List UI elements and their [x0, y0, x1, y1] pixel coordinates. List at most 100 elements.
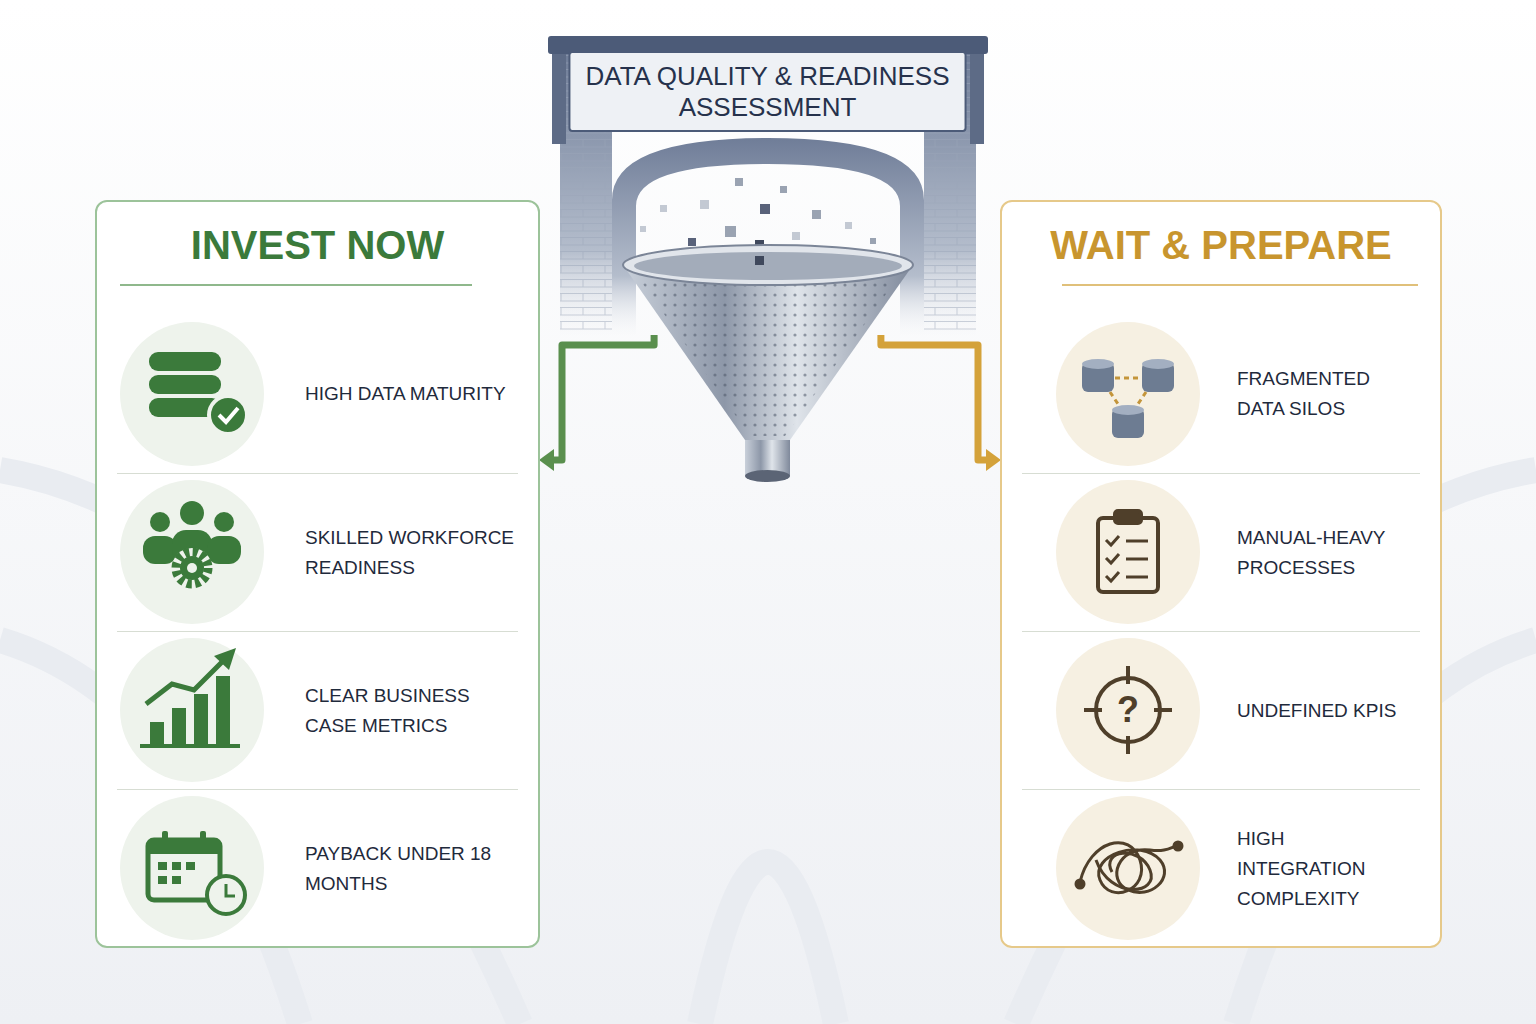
calendar-clock-icon	[148, 840, 220, 854]
team-gear-icon	[180, 556, 204, 580]
criterion-row: SKILLED WORKFORCE READINESS	[117, 473, 518, 631]
calendar-clock-icon	[162, 831, 168, 846]
data-particles	[735, 178, 743, 186]
team-gear-icon	[207, 536, 241, 564]
database-check-icon	[149, 352, 247, 434]
database-check-icon	[149, 375, 221, 394]
icon-circles	[1056, 638, 1200, 782]
criterion-text: FRAGMENTED DATA SILOS	[1237, 364, 1415, 424]
arch	[552, 54, 566, 144]
team-gear-icon	[176, 552, 208, 584]
calendar-clock-icon	[148, 831, 245, 914]
calendar-clock-icon	[207, 876, 245, 914]
calendar-clock-icon	[200, 831, 206, 846]
criterion-row: HIGH INTEGRATION COMPLEXITY	[1022, 789, 1420, 947]
growth-chart-icon	[214, 648, 236, 670]
team-gear-icon	[180, 501, 204, 525]
panel-fill	[1000, 200, 1442, 948]
funnel	[623, 245, 913, 285]
data-silos-icon	[1082, 359, 1174, 438]
checklist-icon	[1106, 554, 1119, 563]
checklist-icon	[1126, 541, 1148, 577]
growth-chart-icon	[146, 660, 224, 704]
team-gear-icon	[143, 501, 241, 588]
icon-circles	[120, 638, 264, 782]
criterion-text: PAYBACK UNDER 18 MONTHS	[305, 839, 517, 899]
data-silos-icon	[1112, 405, 1144, 415]
panel-fill	[95, 200, 540, 948]
flow-arrow	[554, 335, 654, 460]
data-silos-icon	[1082, 359, 1114, 369]
flow-arrow	[881, 335, 986, 460]
data-particles	[640, 226, 646, 232]
icon-circles	[120, 796, 264, 940]
checklist-icon	[1098, 511, 1158, 592]
team-gear-icon	[172, 548, 212, 588]
target-icon	[1096, 678, 1160, 742]
data-particles	[870, 238, 876, 244]
calendar-clock-icon	[186, 862, 195, 870]
funnel	[745, 470, 790, 482]
data-particles	[760, 204, 770, 214]
funnel	[623, 245, 913, 482]
funnel	[623, 265, 913, 440]
growth-chart-icon	[150, 722, 164, 744]
calendar-clock-icon	[172, 876, 181, 884]
database-check-icon	[149, 352, 221, 371]
funnel	[640, 280, 896, 436]
data-particles	[688, 238, 696, 246]
panel-heading: INVEST NOW	[97, 220, 538, 270]
target-icon	[1084, 666, 1172, 754]
criterion-row: CLEAR BUSINESS CASE METRICS	[117, 631, 518, 789]
criterion-row: HIGH DATA MATURITY	[117, 315, 518, 473]
tangle-icon	[1076, 880, 1084, 888]
option-panel: WAIT & PREPAREFRAGMENTED DATA SILOSMANUA…	[1000, 200, 1442, 948]
criterion-row: FRAGMENTED DATA SILOS	[1022, 315, 1420, 473]
growth-chart-icon	[140, 648, 240, 748]
data-particles	[660, 205, 667, 212]
growth-chart-icon	[194, 694, 208, 744]
team-gear-icon	[143, 536, 177, 564]
team-gear-icon	[214, 512, 234, 532]
checklist-icon	[1106, 536, 1119, 545]
checklist-icon	[1106, 572, 1119, 581]
arch	[970, 54, 984, 144]
data-particles	[792, 232, 800, 240]
heading-rule	[120, 284, 472, 286]
gate-title: DATA QUALITY & READINESS ASSESSMENT	[578, 61, 958, 123]
data-particles	[812, 210, 821, 219]
team-gear-icon	[187, 563, 197, 573]
target-icon	[1084, 666, 1172, 754]
funnel	[755, 256, 764, 265]
funnel	[634, 252, 902, 280]
heading-rule	[1062, 284, 1418, 286]
faint-roads	[700, 862, 836, 1024]
criterion-text: UNDEFINED KPIS	[1237, 696, 1415, 726]
database-check-icon	[209, 396, 247, 434]
growth-chart-icon	[172, 708, 186, 744]
icon-circles	[120, 480, 264, 624]
checklist-icon	[1098, 518, 1158, 592]
database-check-icon	[219, 408, 238, 422]
assessment-gate: DATA QUALITY & READINESS ASSESSMENT	[565, 35, 970, 335]
data-particles	[780, 186, 787, 193]
criterion-text: CLEAR BUSINESS CASE METRICS	[305, 681, 517, 741]
option-panel: INVEST NOW HIGH DATA MATURITY SKILLED WORK…	[95, 200, 540, 948]
data-particles	[845, 222, 852, 229]
criterion-row: UNDEFINED KPIS	[1022, 631, 1420, 789]
icon-circles	[1056, 796, 1200, 940]
criterion-text: MANUAL-HEAVY PROCESSES	[1237, 523, 1415, 583]
growth-chart-icon	[140, 744, 240, 748]
calendar-clock-icon	[158, 862, 195, 884]
icon-circles	[1056, 480, 1200, 624]
tangle-icon	[1080, 843, 1176, 893]
symbol-label: ?	[1117, 690, 1139, 730]
tangle-icon	[1174, 842, 1182, 850]
checklist-icon	[1115, 511, 1141, 523]
growth-chart-icon	[216, 676, 230, 744]
calendar-clock-icon	[158, 862, 167, 870]
criterion-text: SKILLED WORKFORCE READINESS	[305, 523, 517, 583]
criterion-row: PAYBACK UNDER 18 MONTHS	[117, 789, 518, 947]
